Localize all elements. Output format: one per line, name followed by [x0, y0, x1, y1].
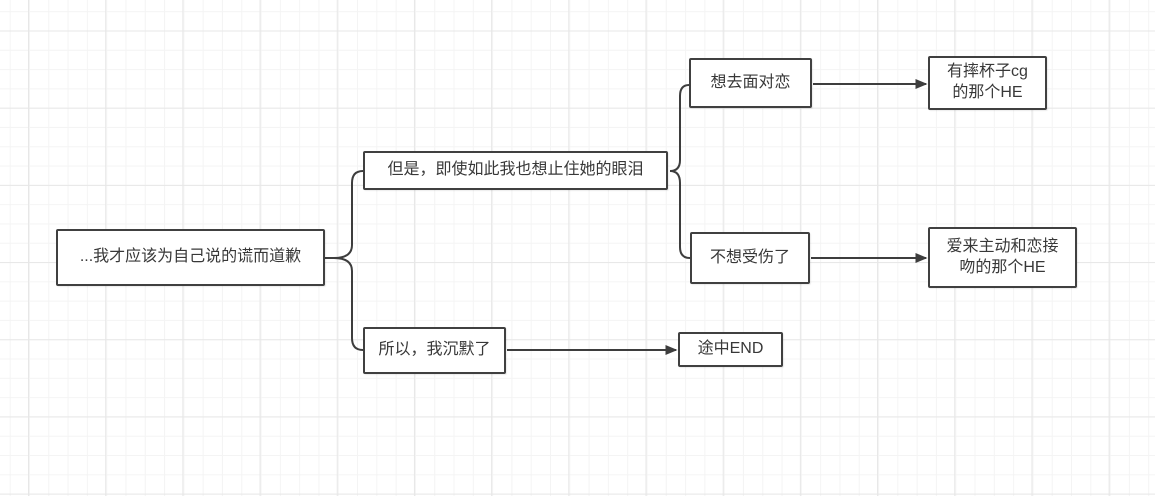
- node-he-cup[interactable]: 有摔杯子cg 的那个HE: [928, 56, 1047, 110]
- brace-connector-root[interactable]: [333, 170, 364, 351]
- node-stop-tears[interactable]: 但是，即使如此我也想止住她的眼泪: [363, 151, 668, 190]
- node-no-hurt[interactable]: 不想受伤了: [690, 232, 810, 284]
- node-mid-end[interactable]: 途中END: [678, 332, 783, 367]
- node-root[interactable]: ...我才应该为自己说的谎而道歉: [56, 229, 325, 286]
- node-he-kiss[interactable]: 爱来主动和恋接 吻的那个HE: [928, 227, 1077, 288]
- node-face-it[interactable]: 想去面对恋: [689, 58, 812, 108]
- brace-connector-stop-tears[interactable]: [669, 84, 691, 259]
- node-silent[interactable]: 所以，我沉默了: [363, 327, 506, 374]
